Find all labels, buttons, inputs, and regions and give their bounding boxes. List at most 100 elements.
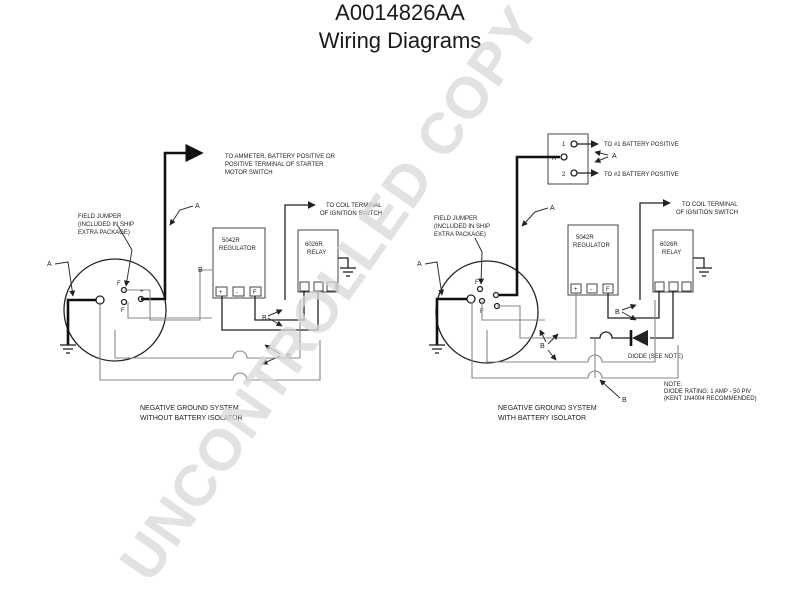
right-relay-term-2: [668, 281, 679, 292]
left-ground-bus-lower: [99, 302, 321, 381]
left-ammeter-note-2: POSITIVE TERMINAL OF STARTER: [225, 162, 324, 168]
left-relay-term-3: [326, 281, 337, 292]
right-label-b-1: B: [615, 309, 620, 316]
left-pointer-b-3a: [264, 344, 281, 355]
right-isolator-label-a: A: [612, 153, 617, 160]
right-coil-wire: [639, 199, 671, 300]
right-note-2: DIODE RATING: 1 AMP - 50 PIV: [664, 389, 751, 395]
right-regulator-label: REGULATOR: [573, 243, 610, 249]
right-pointer-b-2b: [539, 329, 547, 343]
left-battery-positive-wire: [141, 143, 204, 301]
left-relay-ground-wire: [338, 257, 349, 268]
left-coil-note-2: OF IGNITION SWITCH: [320, 211, 382, 217]
left-regulator-minus: -: [236, 290, 238, 296]
left-label-b-1: B: [198, 267, 203, 274]
right-ground-symbol-1: [429, 344, 445, 354]
left-coil-note-1: TO COIL TERMINAL: [326, 203, 382, 209]
right-label-f-top: F: [475, 280, 479, 286]
left-ammeter-note-1: TO AMMETER, BATTERY POSITIVE OR: [225, 154, 336, 160]
left-pointer-a-top: [169, 205, 194, 226]
left-field-jumper-3: EXTRA PACKAGE): [78, 230, 130, 236]
right-field-jumper-pointer: [474, 237, 485, 285]
right-alternator-to-regulator: [497, 293, 577, 339]
left-alternator-ground-wire: [66, 298, 96, 345]
right-regulator-minus-term: [586, 283, 598, 294]
left-pointer-a-side: [54, 261, 76, 297]
left-ground-bus-upper: [114, 300, 301, 359]
left-relay-model: 6026R: [305, 242, 323, 248]
right-battery2-label: TO #2 BATTERY POSITIVE: [604, 172, 679, 178]
left-label-a-top: A: [195, 203, 200, 210]
left-label-f-top: F: [117, 281, 121, 287]
right-alternator-ground-wire: [435, 297, 467, 345]
right-isolator-post-a: [560, 153, 568, 161]
right-coil-note-1: TO COIL TERMINAL: [682, 202, 738, 208]
right-pointer-b-1a: [621, 303, 637, 311]
right-relay-term-3: [681, 281, 692, 292]
left-pointer-b-3b: [261, 355, 281, 365]
left-diagram: F F + TO AMMETER, BATTERY POSITIVE OR PO…: [47, 143, 382, 422]
right-pointer-b-2a: [547, 333, 559, 345]
right-relay-term-1: [654, 281, 665, 292]
left-regulator-minus-term: [232, 286, 245, 297]
left-regulator-f: F: [253, 290, 257, 296]
right-field-wire: [481, 301, 545, 321]
right-isolator-term-1: 1: [562, 142, 566, 148]
left-label-plus: +: [140, 289, 144, 295]
right-pointer-b-1b: [621, 311, 637, 321]
left-label-b-3: B: [286, 353, 291, 360]
left-alternator-terminal-f2: [120, 298, 128, 306]
right-regulator-plus: +: [574, 287, 578, 293]
right-note-3: (KENT 1N4004 RECOMMENDED): [664, 396, 757, 402]
left-regulator: [212, 227, 266, 299]
right-isolator-term-a: A: [552, 156, 556, 162]
right-ground-symbol-2: [696, 267, 712, 277]
right-pointer-b-3: [599, 379, 621, 399]
right-field-jumper-1: FIELD JUMPER: [434, 216, 478, 222]
left-regulator-label: REGULATOR: [219, 246, 256, 252]
left-label-b-2: B: [262, 315, 267, 322]
right-caption-1: NEGATIVE GROUND SYSTEM: [498, 405, 597, 412]
right-relay-ground-wire: [693, 257, 705, 268]
right-label-b-3: B: [622, 397, 627, 404]
right-isolator-term-2: 2: [562, 172, 566, 178]
uncontrolled-copy-watermark: UNCONTROLLED COPY: [107, 0, 553, 592]
left-caption-2: WITHOUT BATTERY ISOLATOR: [140, 415, 243, 422]
right-isolator-pointer-a2: [594, 156, 609, 163]
right-label-a-side: A: [417, 261, 422, 268]
right-battery1-label: TO #1 BATTERY POSITIVE: [604, 142, 679, 148]
right-battery-isolator: [547, 133, 589, 185]
right-regulator-model: 5042R: [576, 235, 594, 241]
page-title: Wiring Diagrams: [318, 28, 482, 53]
right-relay-model: 6026R: [660, 242, 678, 248]
left-field-wire: [124, 269, 212, 321]
left-ground-symbol-2: [340, 267, 356, 277]
right-diagram: 1 A 2 TO #1 BATTERY POSITIVE TO #2 BATTE…: [417, 133, 757, 422]
right-label-b-2: B: [540, 343, 545, 350]
right-pointer-a-side: [424, 261, 445, 296]
right-isolator-pointer-a1: [594, 150, 609, 157]
right-pointer-a-top: [521, 207, 549, 227]
left-field-jumper-pointer: [117, 225, 133, 287]
right-field-jumper-3: EXTRA PACKAGE): [434, 232, 486, 238]
right-label-a-top: A: [550, 205, 555, 212]
part-number: A0014826AA: [335, 0, 465, 25]
right-relay-to-diode: [650, 291, 674, 339]
left-label-f-bottom: F: [121, 308, 125, 314]
right-coil-note-2: OF IGNITION SWITCH: [676, 210, 738, 216]
left-alternator: [63, 258, 167, 362]
left-pointer-b-2a: [267, 309, 283, 317]
left-field-jumper-1: FIELD JUMPER: [78, 214, 122, 220]
left-caption-1: NEGATIVE GROUND SYSTEM: [140, 405, 239, 412]
left-ground-symbol-1: [60, 344, 76, 354]
left-field-jumper-2: (INCLUDED IN SHIP: [78, 222, 134, 228]
right-note-1: NOTE:: [664, 382, 683, 388]
right-relay-label: RELAY: [662, 250, 681, 256]
right-regulator-minus: -: [590, 287, 592, 293]
right-caption-2: WITH BATTERY ISOLATOR: [498, 415, 586, 422]
left-coil-wire: [284, 201, 316, 300]
right-alternator-terminal-f1: [476, 285, 484, 293]
right-regulator-f: F: [606, 287, 610, 293]
left-regulator-f-to-relay: [254, 291, 305, 321]
